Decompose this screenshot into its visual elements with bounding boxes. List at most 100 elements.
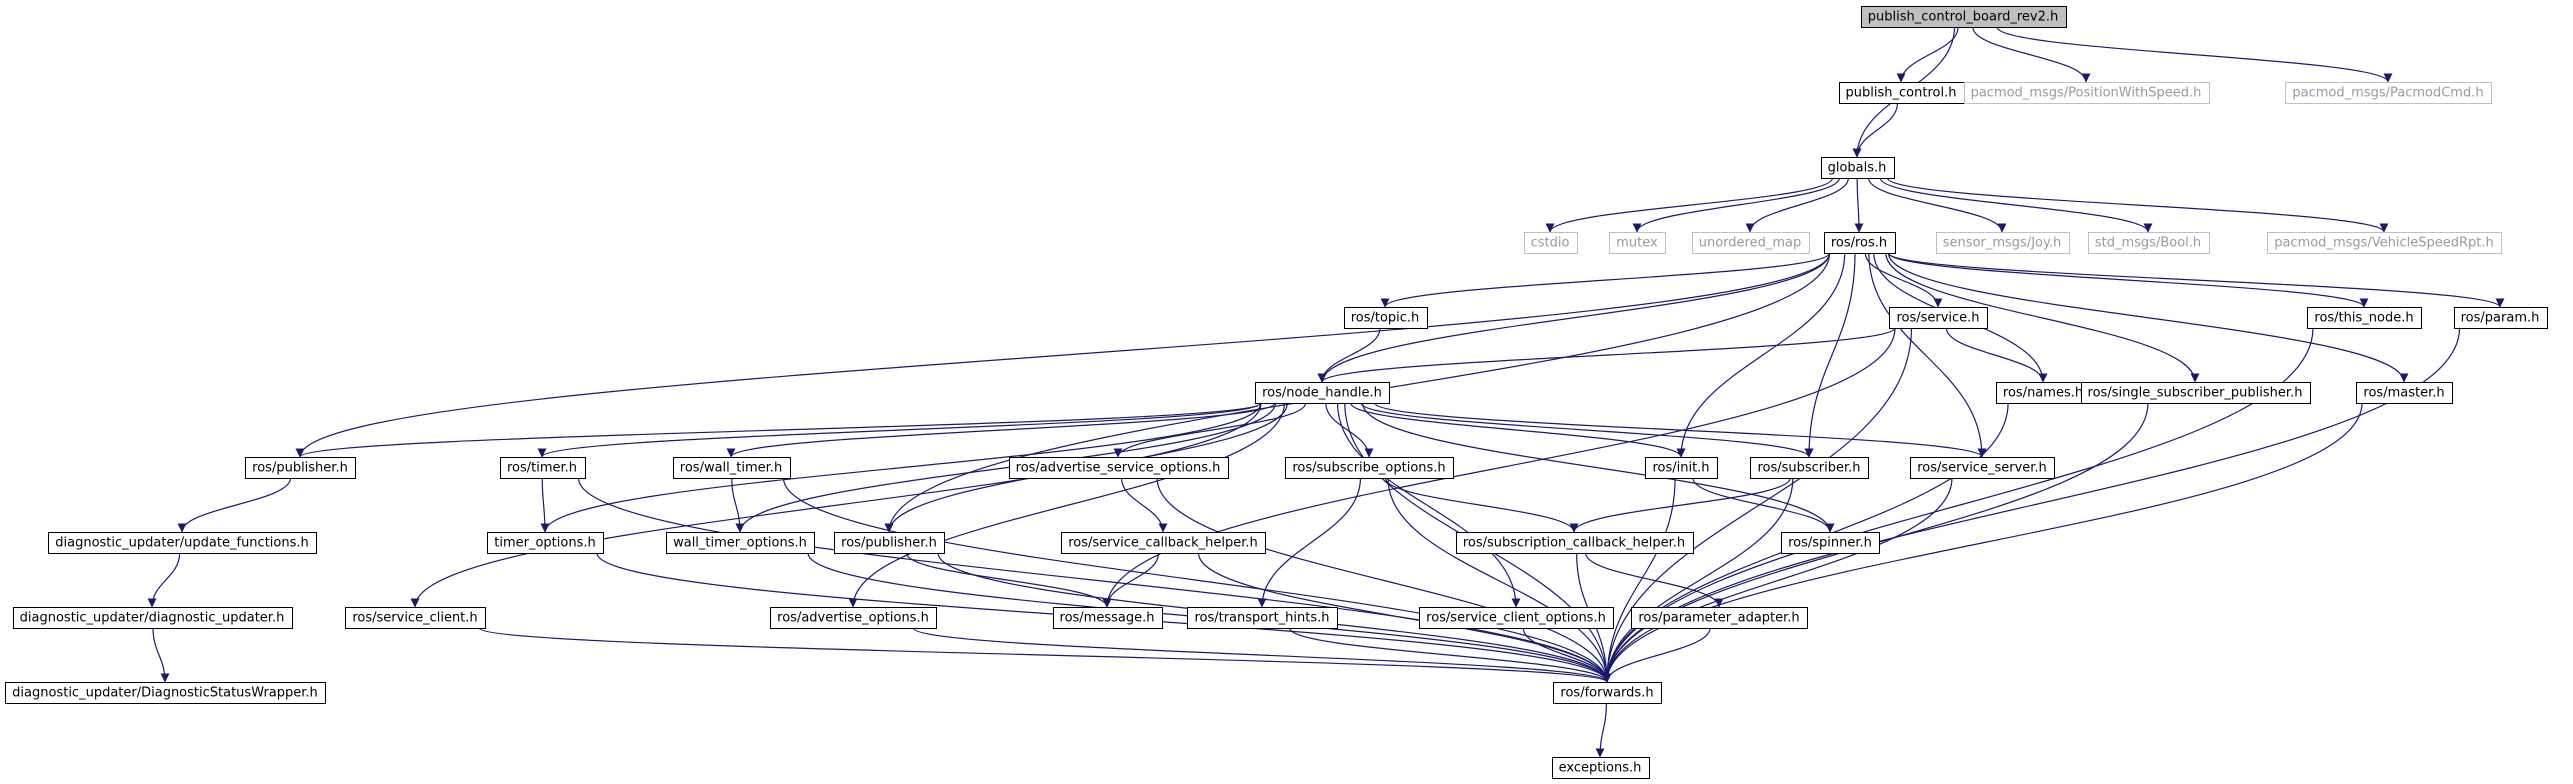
edge-ros-to-topic (1380, 252, 1831, 308)
graph-node-service[interactable]: ros/service.h (1889, 307, 1988, 329)
graph-node-service-client[interactable]: ros/service_client.h (345, 607, 486, 629)
graph-node-box (1750, 457, 1869, 479)
edge-timer-to-forwards (577, 477, 1612, 683)
edge-sub-opts-to-subch (1384, 477, 1579, 533)
graph-node-advertise-options[interactable]: ros/advertise_options.h (770, 607, 937, 629)
edge-diag-du-to-diag-dsw (152, 627, 170, 683)
edge-wall-timer-to-forwards (782, 477, 1612, 683)
graph-node-subch[interactable]: ros/subscription_callback_helper.h (1456, 532, 1694, 554)
edge-sch-to-message (1102, 552, 1160, 608)
graph-node-joy: sensor_msgs/Joy.h (1936, 232, 2070, 254)
graph-node-label: ros/service_client_options.h (1426, 611, 1606, 626)
graph-node-message[interactable]: ros/message.h (1053, 607, 1163, 629)
graph-node-timer-options[interactable]: timer_options.h (487, 532, 604, 554)
graph-node-param-adapter[interactable]: ros/parameter_adapter.h (1631, 607, 1808, 629)
graph-node-publisher-m[interactable]: ros/publisher.h (834, 532, 945, 554)
graph-node-label: exceptions.h (1559, 761, 1642, 776)
graph-node-label: std_msgs/Bool.h (2095, 236, 2201, 251)
graph-node-box (487, 532, 604, 554)
graph-node-box (1285, 457, 1454, 479)
edge-node-handle-to-service-server (1374, 402, 1987, 458)
graph-node-forwards[interactable]: ros/forwards.h (1553, 682, 1662, 704)
graph-node-sco[interactable]: ros/service_client_options.h (1419, 607, 1614, 629)
edge-node-handle-to-timer-options (540, 402, 1262, 533)
graph-node-timer[interactable]: ros/timer.h (500, 457, 586, 479)
graph-node-box (500, 457, 586, 479)
edge-timer-to-timer-options (540, 477, 550, 533)
edge-transport-hints-to-forwards (1289, 627, 1612, 683)
graph-node-bool: std_msgs/Bool.h (2088, 232, 2210, 254)
graph-node-exceptions[interactable]: exceptions.h (1552, 757, 1650, 779)
graph-node-box (673, 457, 791, 479)
graph-node-box (2081, 382, 2311, 404)
graph-node-label: diagnostic_updater/DiagnosticStatusWrapp… (12, 686, 318, 701)
graph-node-wall-timer-options[interactable]: wall_timer_options.h (666, 532, 815, 554)
edge-ros-to-publisher-l (295, 252, 1831, 458)
graph-node-label: publish_control.h (1846, 86, 1957, 101)
graph-node-diag-dsw[interactable]: diagnostic_updater/DiagnosticStatusWrapp… (5, 682, 326, 704)
graph-node-ros[interactable]: ros/ros.h (1824, 232, 1896, 254)
edge-ros-to-init (1676, 252, 1846, 458)
graph-node-this-node[interactable]: ros/this_node.h (2307, 307, 2422, 329)
graph-node-label: ros/wall_timer.h (680, 461, 782, 476)
edge-sch-to-forwards (1197, 552, 1612, 683)
graph-node-publish-control[interactable]: publish_control.h (1839, 82, 1965, 104)
graph-node-label: ros/subscription_callback_helper.h (1463, 536, 1685, 551)
graph-node-master[interactable]: ros/master.h (2356, 382, 2453, 404)
graph-node-init[interactable]: ros/init.h (1645, 457, 1718, 479)
graph-node-aso[interactable]: ros/advertise_service_options.h (1009, 457, 1229, 479)
graph-node-box (245, 457, 356, 479)
edge-ros-to-master (1887, 252, 2409, 383)
graph-node-box (1187, 607, 1338, 629)
graph-node-box (1692, 232, 1810, 254)
graph-node-param[interactable]: ros/param.h (2454, 307, 2548, 329)
graph-node-box (2088, 232, 2210, 254)
graph-node-topic[interactable]: ros/topic.h (1344, 307, 1428, 329)
edge-sub-opts-to-forwards (1387, 477, 1612, 683)
graph-node-names[interactable]: ros/names.h (1996, 382, 2092, 404)
edge-ros-to-subscriber (1804, 252, 1856, 458)
graph-node-box (666, 532, 815, 554)
graph-node-sch[interactable]: ros/service_callback_helper.h (1061, 532, 1266, 554)
edge-topic-to-node-handle (1317, 327, 1381, 383)
graph-node-cstdio: cstdio (1524, 232, 1578, 254)
graph-node-pacmod-cmd: pacmod_msgs/PacmodCmd.h (2285, 82, 2492, 104)
graph-node-box (2454, 307, 2548, 329)
graph-node-root[interactable]: publish_control_board_rev2.h (1861, 6, 2067, 28)
graph-node-label: ros/service_client.h (352, 611, 477, 626)
graph-node-label: timer_options.h (494, 536, 595, 551)
graph-node-sub-opts[interactable]: ros/subscribe_options.h (1285, 457, 1454, 479)
graph-node-label: ros/service_callback_helper.h (1068, 536, 1258, 551)
graph-node-label: ros/subscribe_options.h (1292, 461, 1445, 476)
graph-node-label: ros/init.h (1652, 461, 1709, 476)
edge-ros-to-service (1864, 252, 1943, 308)
graph-node-box (1821, 157, 1895, 179)
graph-node-diag-du[interactable]: diagnostic_updater/diagnostic_updater.h (13, 607, 293, 629)
graph-node-label: ros/advertise_service_options.h (1016, 461, 1221, 476)
edge-service-client-to-forwards (478, 627, 1612, 683)
graph-node-wall-timer[interactable]: ros/wall_timer.h (673, 457, 791, 479)
graph-node-label: ros/spinner.h (1788, 536, 1872, 551)
graph-node-box (13, 607, 293, 629)
edge-node-handle-to-sub-opts (1325, 402, 1374, 458)
edge-ros-to-this-node (1887, 252, 2369, 308)
graph-node-node-handle[interactable]: ros/node_handle.h (1255, 382, 1390, 404)
graph-node-box (1861, 6, 2067, 28)
graph-node-service-server[interactable]: ros/service_server.h (1910, 457, 2055, 479)
graph-node-publisher-l[interactable]: ros/publisher.h (245, 457, 356, 479)
graph-node-box (1631, 607, 1808, 629)
graph-node-box (1061, 532, 1266, 554)
graph-node-box (1964, 82, 2210, 104)
graph-node-box (2307, 307, 2422, 329)
graph-node-box (1910, 457, 2055, 479)
graph-node-box (1889, 307, 1988, 329)
graph-node-transport-hints[interactable]: ros/transport_hints.h (1187, 607, 1338, 629)
graph-node-label: globals.h (1828, 161, 1887, 176)
graph-node-subscriber[interactable]: ros/subscriber.h (1750, 457, 1869, 479)
edge-wall-timer-to-wall-timer-options (731, 477, 745, 533)
graph-node-diag-uf[interactable]: diagnostic_updater/update_functions.h (48, 532, 317, 554)
graph-node-box (1781, 532, 1880, 554)
graph-node-globals[interactable]: globals.h (1821, 157, 1895, 179)
graph-node-spinner[interactable]: ros/spinner.h (1781, 532, 1880, 554)
graph-node-ssp[interactable]: ros/single_subscriber_publisher.h (2081, 382, 2311, 404)
